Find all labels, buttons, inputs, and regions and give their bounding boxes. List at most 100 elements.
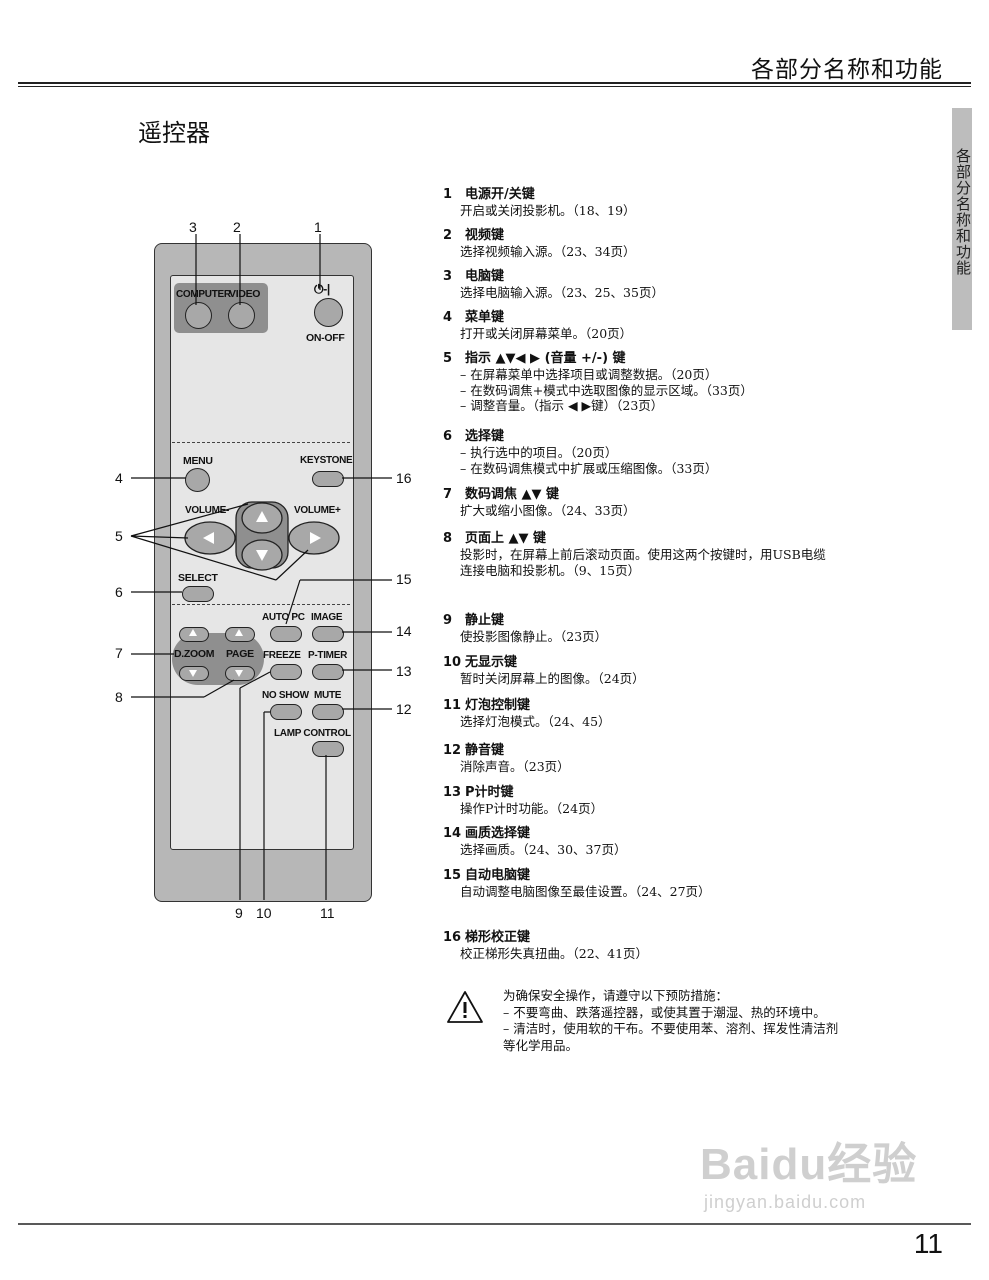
- item-description: – 调整音量。（指示 ◀ ▶键）（23页）: [460, 398, 664, 413]
- item-title: 灯泡控制键: [465, 698, 531, 713]
- callout-8: 8: [115, 689, 123, 705]
- warning-icon: [447, 991, 483, 1023]
- item-number: 13: [443, 785, 462, 800]
- no-show-button[interactable]: [270, 704, 302, 720]
- item-description: 选择画质。（24、30、37页）: [460, 842, 627, 857]
- item-title: 无显示键: [465, 655, 518, 670]
- page-up-icon: [235, 629, 243, 636]
- lamp-control-button[interactable]: [312, 741, 344, 757]
- auto-pc-label: AUTO PC: [262, 612, 305, 623]
- auto-pc-button[interactable]: [270, 626, 302, 642]
- warning-line: – 清洁时，使用软的干布。不要使用苯、溶剂、挥发性清洁剂: [503, 1021, 839, 1036]
- item-number: 9: [443, 613, 453, 628]
- computer-label: COMPUTER: [176, 289, 231, 300]
- item-description: – 在屏幕菜单中选择项目或调整数据。（20页）: [460, 367, 718, 382]
- power-button[interactable]: [314, 298, 343, 327]
- item-title: 电脑键: [465, 269, 505, 284]
- item-title: 静音键: [465, 743, 505, 758]
- item-heading: 8 页面上 ▲▼ 键: [443, 530, 913, 547]
- item-description: 消除声音。（23页）: [460, 759, 570, 774]
- item-number: 14: [443, 826, 462, 841]
- menu-button[interactable]: [185, 468, 210, 492]
- freeze-button[interactable]: [270, 664, 302, 680]
- item-description: – 在数码调焦+模式中选取图像的显示区域。（33页）: [460, 382, 753, 398]
- on-off-label: ON-OFF: [306, 332, 345, 344]
- callout-5: 5: [115, 528, 123, 544]
- callout-1: 1: [314, 219, 322, 235]
- image-label: IMAGE: [311, 612, 343, 623]
- menu-label: MENU: [183, 455, 213, 467]
- computer-button[interactable]: [185, 302, 212, 329]
- item-title: 数码调焦 ▲▼ 键: [465, 487, 560, 502]
- freeze-label: FREEZE: [263, 650, 301, 661]
- item-description: 投影时，在屏幕上前后滚动页面。使用这两个按键时，用USB电缆: [460, 547, 826, 562]
- image-button[interactable]: [312, 626, 344, 642]
- video-button[interactable]: [228, 302, 255, 329]
- item-number: 10: [443, 655, 462, 670]
- item-number: 4: [443, 310, 453, 325]
- keystone-button[interactable]: [312, 471, 344, 487]
- p-timer-button[interactable]: [312, 664, 344, 680]
- warning-line: 为确保安全操作，请遵守以下预防措施：: [503, 988, 729, 1003]
- item-title: P计时键: [465, 785, 514, 800]
- select-label: SELECT: [178, 572, 218, 584]
- arrow-down-icon: [256, 550, 268, 561]
- volume-plus-label: VOLUME+: [294, 505, 341, 516]
- callout-2: 2: [233, 219, 241, 235]
- arrow-left-icon: [203, 532, 214, 544]
- item-description: 选择灯泡模式。（24、45）: [460, 714, 611, 729]
- power-symbol: ⏻-|: [314, 282, 330, 296]
- callout-14: 14: [396, 623, 412, 639]
- item-number: 15: [443, 868, 462, 883]
- warning-line: 等化学用品。: [503, 1037, 579, 1053]
- divider: [172, 604, 350, 605]
- item-title: 电源开/关键: [465, 187, 535, 202]
- item-number: 8: [443, 531, 453, 546]
- item-description: 自动调整电脑图像至最佳设置。（24、27页）: [460, 884, 711, 899]
- item-heading: 3 电脑键: [443, 268, 913, 285]
- warning-line: – 不要弯曲、跌落遥控器，或使其置于潮湿、热的环境中。: [503, 1004, 826, 1020]
- item-description: 校正梯形失真扭曲。（22、41页）: [460, 946, 649, 961]
- item-number: 5: [443, 351, 453, 366]
- callout-6: 6: [115, 584, 123, 600]
- select-button[interactable]: [182, 586, 214, 602]
- callout-15: 15: [396, 571, 412, 587]
- video-label: VIDEO: [229, 288, 261, 300]
- mute-button[interactable]: [312, 704, 344, 720]
- callout-4: 4: [115, 470, 123, 486]
- section-title: 遥控器: [138, 119, 210, 147]
- side-tab: 各部分名称和功能: [952, 108, 972, 330]
- arrow-up-icon: [256, 511, 268, 522]
- dzoom-up-icon: [189, 629, 197, 636]
- callout-10: 10: [256, 905, 272, 921]
- item-description: 开启或关闭投影机。（18、19）: [460, 203, 636, 218]
- item-number: 11: [443, 698, 462, 713]
- item-description: 连接电脑和投影机。（9、15页）: [460, 562, 641, 578]
- direction-pad: [184, 501, 340, 571]
- page-down-icon: [235, 670, 243, 677]
- item-title: 页面上 ▲▼ 键: [465, 531, 547, 546]
- item-number: 6: [443, 429, 453, 444]
- item-number: 3: [443, 269, 453, 284]
- volume-minus-label: VOLUME-: [185, 505, 230, 516]
- arrow-right-icon: [310, 532, 321, 544]
